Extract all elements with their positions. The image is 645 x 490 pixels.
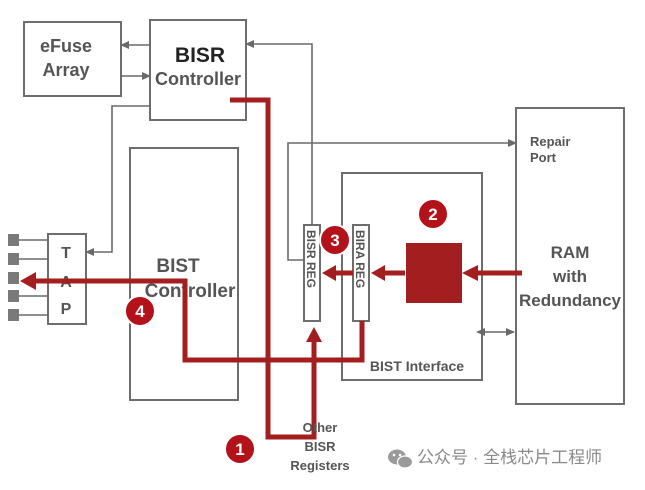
other-bisr-label-line3: Registers bbox=[290, 458, 349, 473]
wechat-icon bbox=[388, 449, 414, 469]
tap-pin-2 bbox=[8, 253, 19, 265]
step-badge-4: 4 bbox=[124, 295, 156, 327]
flow-arrow-head-1 bbox=[306, 327, 322, 342]
tap-letter-p: P bbox=[61, 301, 72, 318]
gray-connections bbox=[85, 40, 517, 336]
repair-port-label-line2: Port bbox=[530, 150, 557, 165]
bist-controller-label-line1: BIST bbox=[156, 256, 200, 277]
efuse-label-line2: Array bbox=[42, 60, 89, 80]
bisr-reg-label: BISR REG bbox=[304, 230, 318, 288]
efuse-label-line1: eFuse bbox=[40, 36, 92, 56]
flow-arrow-head-ram bbox=[462, 265, 478, 281]
bisr-controller-block: BISR Controller bbox=[149, 19, 247, 121]
flow-arrow-head-4 bbox=[20, 272, 36, 290]
watermark-text: 公众号 · 全栈芯片工程师 bbox=[417, 448, 602, 467]
step-badge-4-label: 4 bbox=[135, 302, 145, 321]
repair-port-label-line1: Repair bbox=[530, 134, 570, 149]
step-badge-2-label: 2 bbox=[428, 205, 437, 224]
step-badge-1: 1 bbox=[224, 433, 256, 465]
ram-label-line1: RAM bbox=[551, 243, 590, 262]
other-bisr-registers: Other BISR Registers bbox=[290, 420, 349, 473]
bisr-controller-label-line1: BISR bbox=[175, 44, 225, 67]
ram-label-line3: Redundancy bbox=[519, 291, 622, 310]
bisr-controller-label-line2: Controller bbox=[155, 69, 241, 89]
tap-pin-4 bbox=[8, 290, 19, 302]
tap-letter-t: T bbox=[61, 245, 71, 262]
bisr-reg-block: BISR REG bbox=[303, 224, 321, 322]
ram-label-line2: with bbox=[552, 267, 587, 286]
watermark: 公众号 · 全栈芯片工程师 bbox=[388, 448, 602, 469]
tap-pins bbox=[8, 234, 48, 321]
tap-pin-5 bbox=[8, 309, 19, 321]
ram-block: Repair Port RAM with Redundancy bbox=[515, 107, 625, 405]
efuse-array-block: eFuse Array bbox=[23, 21, 122, 97]
other-bisr-label-line1: Other bbox=[303, 420, 338, 435]
tap-pin-3 bbox=[8, 272, 19, 284]
flow-arrow-head-bisr bbox=[322, 265, 336, 281]
flow-arrow-head-bira bbox=[371, 265, 385, 281]
step-badge-1-label: 1 bbox=[235, 440, 244, 459]
step-badge-3: 3 bbox=[319, 224, 351, 256]
bira-reg-label: BIRA REG bbox=[353, 230, 367, 288]
red-flow-paths bbox=[20, 97, 522, 440]
repair-logic-block bbox=[406, 243, 462, 303]
bira-reg-block: BIRA REG bbox=[352, 224, 370, 322]
bist-controller-label-line2: Controller bbox=[145, 281, 236, 302]
step-badge-3-label: 3 bbox=[330, 231, 339, 250]
other-bisr-label-line2: BISR bbox=[304, 439, 336, 454]
bist-interface-label: BIST Interface bbox=[370, 358, 464, 374]
tap-pin-1 bbox=[8, 234, 19, 246]
step-badge-2: 2 bbox=[417, 198, 449, 230]
